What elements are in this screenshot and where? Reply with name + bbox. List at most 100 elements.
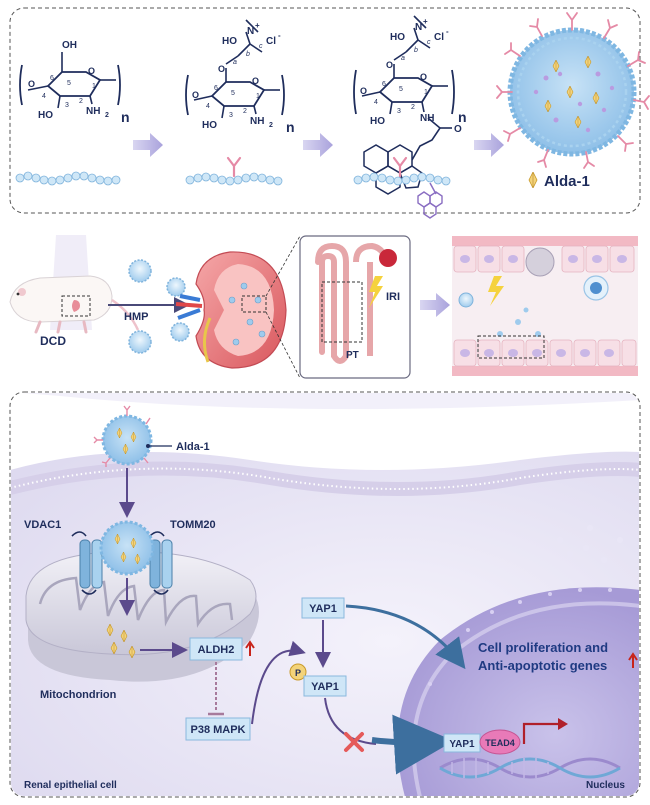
carbon-number: 2 [243, 108, 247, 115]
carbon-number: 1 [424, 89, 428, 96]
step-arrow [420, 293, 450, 317]
link-oxygen: O [218, 64, 225, 74]
pt-label: PT [346, 350, 359, 361]
step-arrow [303, 133, 333, 157]
link-oxygen: O [28, 79, 35, 89]
p38-box [185, 717, 251, 741]
ho-label: HO [202, 120, 217, 131]
structure-chitosan: OH 6 5 O 1 HO 3 2 NH 2 n O 4 [19, 40, 130, 125]
carbon-number: 5 [399, 86, 403, 93]
ring-oxygen: O [420, 72, 427, 82]
ho-label: HO [38, 110, 53, 121]
outcome-line-2: Anti-apoptotic genes [478, 658, 607, 673]
charge: - [446, 27, 449, 36]
carbon-letter: a [401, 55, 405, 62]
carbon-number: 6 [50, 75, 54, 82]
repeat-n: n [286, 119, 295, 135]
repeat-n: n [458, 109, 467, 125]
chain-amphiphilic [353, 156, 451, 219]
zoom-lines [265, 235, 301, 379]
vdac1-label: VDAC1 [24, 519, 61, 531]
alda-label: Alda-1 [176, 441, 210, 453]
nanoparticle-small [128, 259, 190, 354]
nh2-label: NH [86, 106, 100, 117]
carbon-number: 1 [92, 83, 96, 90]
step-arrow [133, 133, 163, 157]
carbon-letter: b [246, 51, 250, 58]
oh-label: OH [62, 40, 77, 51]
structure-amphiphilic: HO N + Cl - a b c O 6 5 O 1 HO 3 2 NH O … [353, 15, 467, 195]
dna-helix [439, 757, 621, 779]
nanoparticle-entering [93, 405, 153, 467]
carbon-number: 3 [397, 108, 401, 115]
charge: + [255, 21, 260, 30]
aldh2-box [189, 637, 243, 661]
n-label: N [247, 26, 254, 37]
nuclear-translocation-arrow [371, 714, 454, 775]
kidney-illustration [175, 251, 287, 369]
transcription-arrow [522, 722, 560, 744]
subscript: 2 [105, 112, 109, 119]
up-arrow-icon [245, 640, 255, 656]
panel-a: OH 6 5 O 1 HO 3 2 NH 2 n O 4 [9, 7, 650, 219]
n-label: N [415, 22, 422, 33]
carbon-number: 4 [42, 93, 46, 100]
subscript: 2 [269, 122, 273, 129]
carbon-number: 3 [229, 112, 233, 119]
carbon-number: 3 [65, 102, 69, 109]
tead4-label: TEAD4 [485, 738, 515, 748]
cl-label: Cl [434, 32, 444, 43]
ho-label: HO [222, 36, 237, 47]
tomm20-label: TOMM20 [170, 519, 216, 531]
repeat-n: n [121, 109, 130, 125]
rat-illustration [9, 275, 140, 334]
dcd-label: DCD [40, 334, 66, 348]
carbon-number: 6 [214, 85, 218, 92]
iri-label: IRI [386, 291, 400, 303]
carbon-number: 2 [411, 104, 415, 111]
ring-oxygen: O [88, 66, 95, 76]
mitochondrion-label: Mitochondrion [40, 689, 117, 701]
carbon-letter: c [427, 39, 431, 46]
aldh2-label: ALDH2 [198, 644, 235, 656]
charge: - [278, 31, 281, 40]
link-oxygen: O [360, 86, 367, 96]
alda-legend-label: Alda-1 [544, 173, 590, 190]
tead4-shape [479, 729, 521, 755]
ho-label: HO [370, 116, 385, 127]
p38-label: P38 MAPK [190, 724, 245, 736]
carbon-letter: b [414, 47, 418, 54]
panel-c: Mitochondrion VDAC1 TOMM20 [9, 391, 641, 798]
yap1-box [301, 597, 345, 619]
chain-quaternized [185, 156, 283, 186]
nh2-label: NH [250, 116, 264, 127]
outcome-line-1: Cell proliferation and [478, 640, 608, 655]
panel-a-border [9, 7, 641, 214]
carbon-letter: c [259, 43, 263, 50]
carbon-number: 4 [206, 103, 210, 110]
amide-oxygen: O [454, 124, 462, 135]
ring-oxygen: O [252, 76, 259, 86]
pyap1-box [303, 675, 347, 697]
yap1-nucleus-arrow [345, 604, 466, 670]
hmp-label: HMP [124, 311, 148, 323]
up-arrow-icon [628, 652, 638, 668]
charge: + [423, 17, 428, 26]
phospho-icon [289, 663, 307, 681]
block-icon [344, 732, 364, 752]
tubule-illustration [452, 236, 638, 376]
carbon-number: 2 [79, 98, 83, 105]
nanoparticle-mito [99, 520, 155, 576]
ho-label: HO [390, 32, 405, 43]
carbon-number: 5 [231, 90, 235, 97]
carbon-letter: a [233, 59, 237, 66]
nanoparticle-large [496, 12, 650, 169]
alda-legend: Alda-1 [528, 172, 590, 190]
step-arrow [474, 133, 504, 157]
yap1-label: YAP1 [309, 603, 337, 615]
structure-quaternized: HO N + Cl - a b c O 6 5 O 1 HO 3 2 NH 2 … [185, 19, 295, 135]
carbon-number: 5 [67, 80, 71, 87]
carbon-number: 6 [382, 81, 386, 88]
cl-label: Cl [266, 36, 276, 47]
